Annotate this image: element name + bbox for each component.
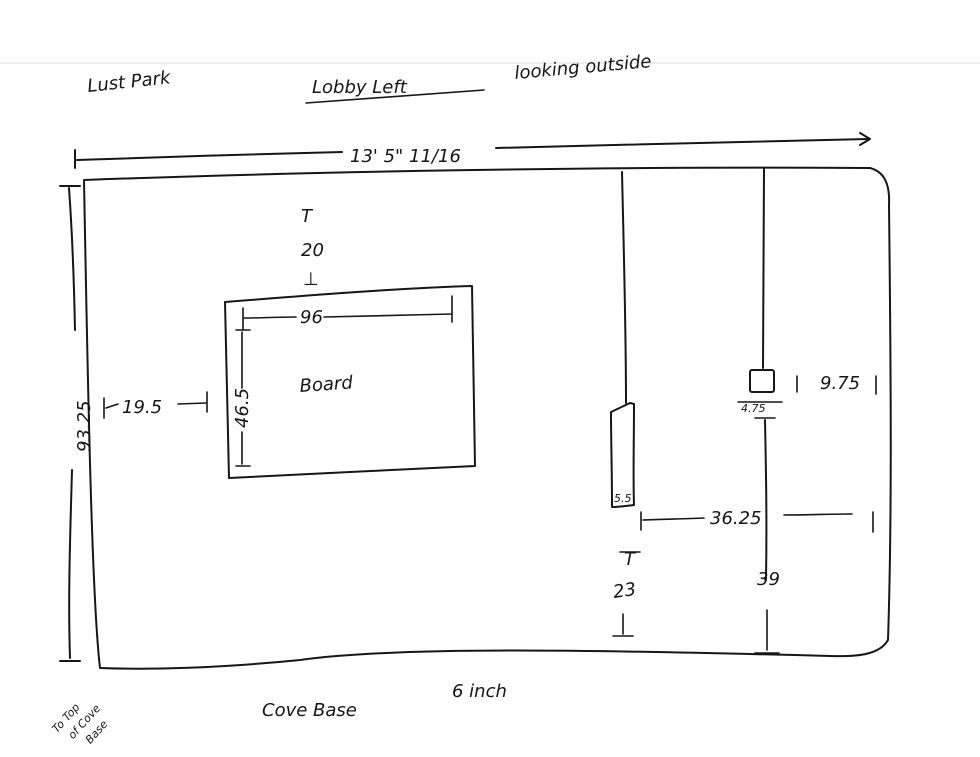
between-fixtures-label: 36.25 bbox=[710, 508, 762, 529]
right-fixture-box bbox=[749, 369, 775, 393]
board-left-gap-label: 19.5 bbox=[122, 397, 162, 418]
board-height-label: 46.5 bbox=[232, 388, 253, 428]
page-subtitle: looking outside bbox=[514, 51, 653, 84]
board-top-gap-top-mark: T bbox=[301, 206, 314, 227]
left-floor-gap-top-mark: T bbox=[624, 549, 637, 570]
width-dim-arrow bbox=[859, 132, 871, 146]
page-title: Lobby Left bbox=[312, 77, 408, 98]
width-dim-line-left bbox=[76, 151, 343, 161]
right-fixture-box-label: 4.75 bbox=[741, 402, 766, 415]
board-width-line-right bbox=[323, 313, 453, 318]
board-left-gap-line-right bbox=[177, 402, 207, 405]
right-side-dim-label: 9.75 bbox=[820, 373, 860, 394]
between-dim-line-right bbox=[783, 513, 853, 516]
left-fixture-box bbox=[610, 402, 635, 508]
wall-height-label: 93.25 bbox=[74, 400, 95, 452]
board-label: Board bbox=[299, 372, 354, 397]
board-outline bbox=[224, 285, 476, 479]
left-fixture-label: 5.5 bbox=[614, 492, 632, 505]
board-width-label: 96 bbox=[300, 307, 323, 328]
right-floor-gap-label: 39 bbox=[757, 569, 780, 590]
wall-outline bbox=[83, 166, 892, 670]
location-label: Lust Park bbox=[86, 67, 173, 97]
height-dim-line-bottom bbox=[68, 469, 73, 659]
right-conduit-line-bottom bbox=[764, 419, 768, 581]
cove-base-label: Cove Base bbox=[262, 700, 357, 721]
board-left-gap-line-left bbox=[105, 403, 119, 409]
height-dim-line-top bbox=[68, 187, 76, 331]
board-width-line-left bbox=[243, 316, 297, 319]
left-floor-gap-label: 23 bbox=[612, 579, 638, 603]
right-conduit-line-top bbox=[762, 167, 765, 369]
board-top-gap-bottom-mark: ⊥ bbox=[303, 269, 319, 290]
between-dim-line-left bbox=[642, 517, 705, 521]
left-conduit-line bbox=[621, 171, 627, 404]
cove-base-note: To Top of Cove Base bbox=[50, 701, 111, 746]
board-top-gap-label: 20 bbox=[301, 240, 324, 261]
wall-width-label: 13' 5" 11/16 bbox=[350, 146, 461, 167]
width-dim-line-right bbox=[495, 138, 869, 149]
title-underline bbox=[305, 89, 485, 104]
cove-base-size: 6 inch bbox=[452, 681, 507, 702]
